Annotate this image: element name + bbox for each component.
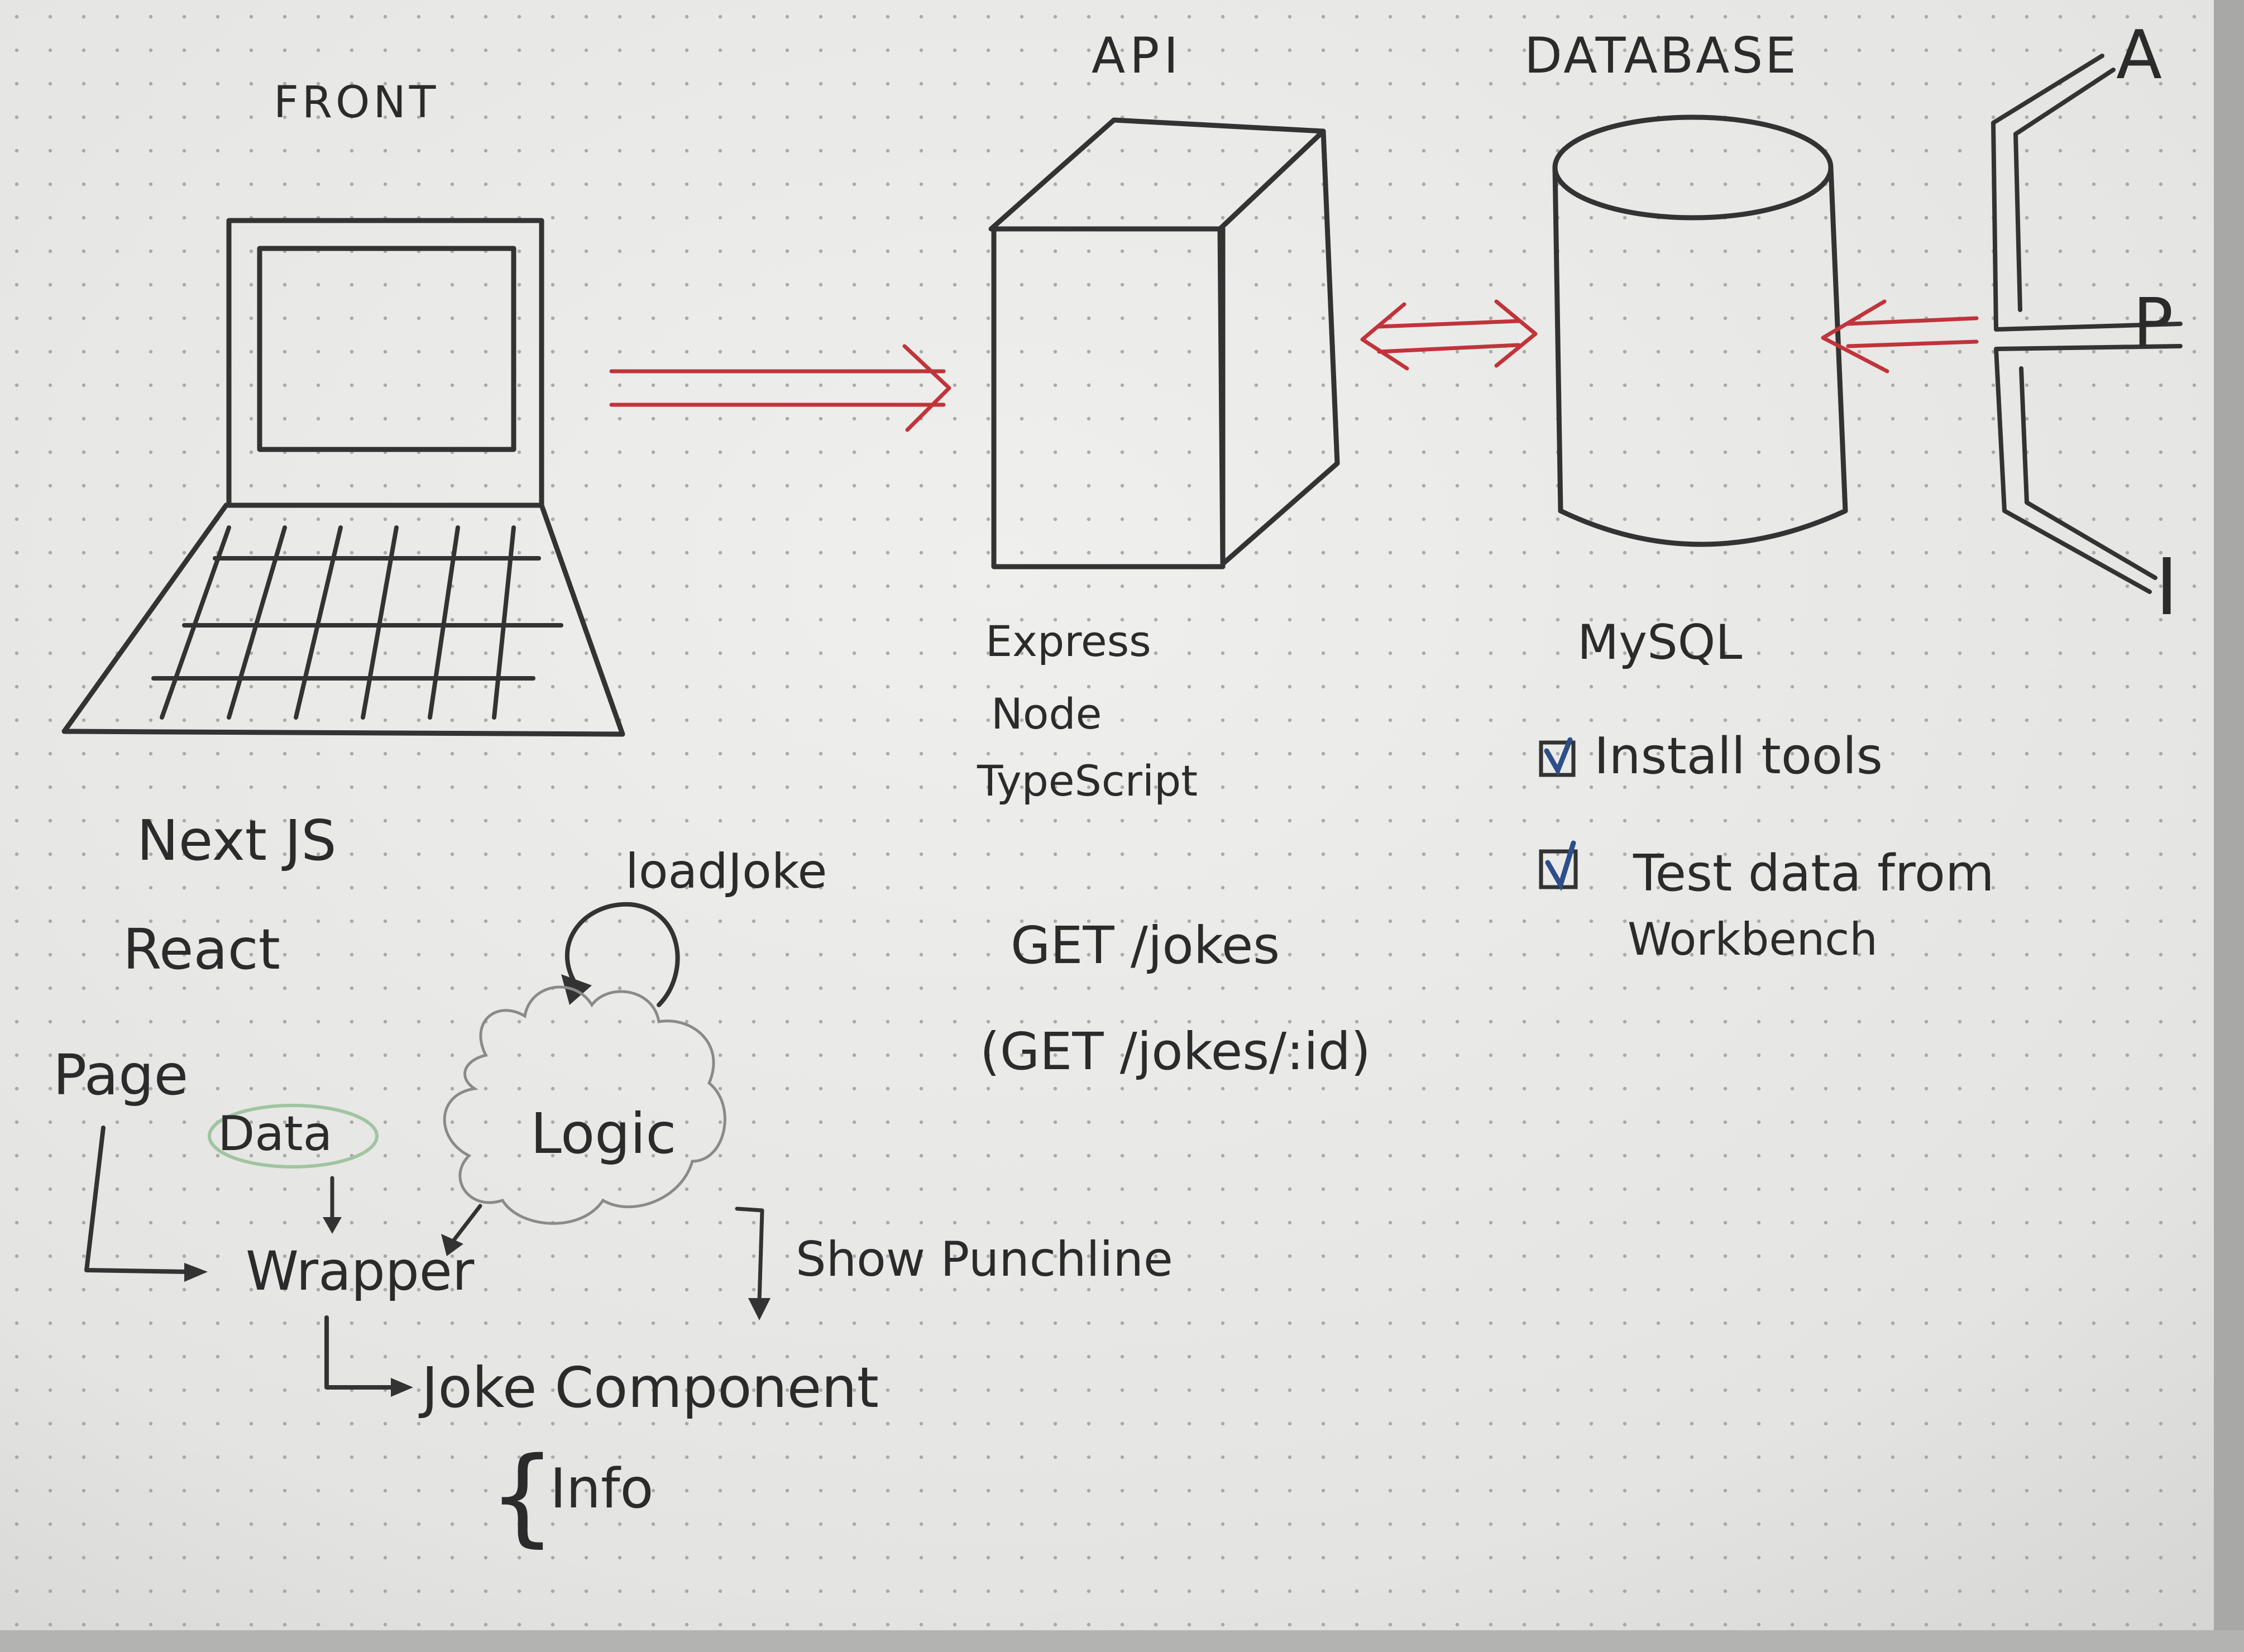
side-api-to-database-arrow bbox=[1821, 299, 1979, 374]
joke-component-label: Joke Component bbox=[418, 1355, 879, 1420]
api-stack-node: Node bbox=[991, 689, 1102, 739]
front-heading: FRONT bbox=[274, 78, 439, 128]
checklist-item-install-tools: Install tools bbox=[1539, 727, 1883, 786]
logic-label: Logic bbox=[530, 1101, 676, 1166]
checklist-continuation: Workbench bbox=[1628, 913, 1878, 965]
laptop-icon bbox=[61, 218, 625, 737]
front-stack-react: React bbox=[123, 917, 280, 982]
api-heading: API bbox=[1092, 27, 1183, 84]
checkbox-checked-icon bbox=[1539, 740, 1576, 777]
data-label: Data bbox=[218, 1106, 332, 1162]
front-stack-nextjs: Next JS bbox=[137, 808, 337, 873]
paper-edge bbox=[2214, 0, 2244, 1652]
server-box-icon bbox=[988, 117, 1340, 569]
paper-bottom-edge bbox=[0, 1630, 2244, 1652]
api-database-arrow bbox=[1360, 299, 1538, 371]
dot-grid bbox=[0, 0, 2214, 1630]
data-to-wrapper-arrow bbox=[323, 1176, 342, 1234]
wrapper-label: Wrapper bbox=[246, 1240, 475, 1303]
side-api-letter-p: P bbox=[2133, 285, 2173, 362]
checklist-label: Install tools bbox=[1594, 727, 1883, 786]
page-label: Page bbox=[53, 1042, 188, 1108]
checkmark-icon bbox=[1544, 737, 1573, 777]
data-highlight-oval bbox=[208, 1104, 379, 1169]
checkmark-icon bbox=[1545, 840, 1576, 892]
api-route-get-jokes: GET /jokes bbox=[1011, 916, 1280, 975]
wrapper-to-joke-component-arrow bbox=[324, 1315, 413, 1397]
side-api-letter-a: A bbox=[2116, 17, 2162, 94]
database-cylinder-icon bbox=[1552, 114, 1848, 547]
database-heading: DATABASE bbox=[1524, 27, 1798, 84]
info-label: Info bbox=[550, 1457, 653, 1521]
api-stack-express: Express bbox=[985, 616, 1151, 666]
info-brace-icon: { bbox=[489, 1434, 556, 1558]
show-punchline-label: Show Punchline bbox=[796, 1232, 1173, 1287]
logic-cloud-shape bbox=[443, 985, 726, 1225]
checkbox-checked-icon bbox=[1539, 849, 1578, 889]
page-to-wrapper-arrow bbox=[84, 1126, 208, 1282]
side-api-letter-i: I bbox=[2155, 542, 2178, 633]
database-engine: MySQL bbox=[1577, 615, 1742, 671]
api-route-get-joke-by-id: (GET /jokes/:id) bbox=[980, 1022, 1371, 1081]
side-api-bracket bbox=[1991, 54, 2183, 594]
logic-to-wrapper-arrow bbox=[441, 1204, 482, 1256]
front-to-api-arrow bbox=[609, 344, 951, 432]
show-punchline-arrow bbox=[735, 1206, 771, 1320]
checklist-label: Test data from bbox=[1633, 844, 1994, 903]
api-stack-typescript: TypeScript bbox=[977, 756, 1198, 806]
checklist-item-test-data: Test data from Workbench bbox=[1539, 840, 1994, 965]
load-joke-label: loadJoke bbox=[625, 844, 827, 899]
